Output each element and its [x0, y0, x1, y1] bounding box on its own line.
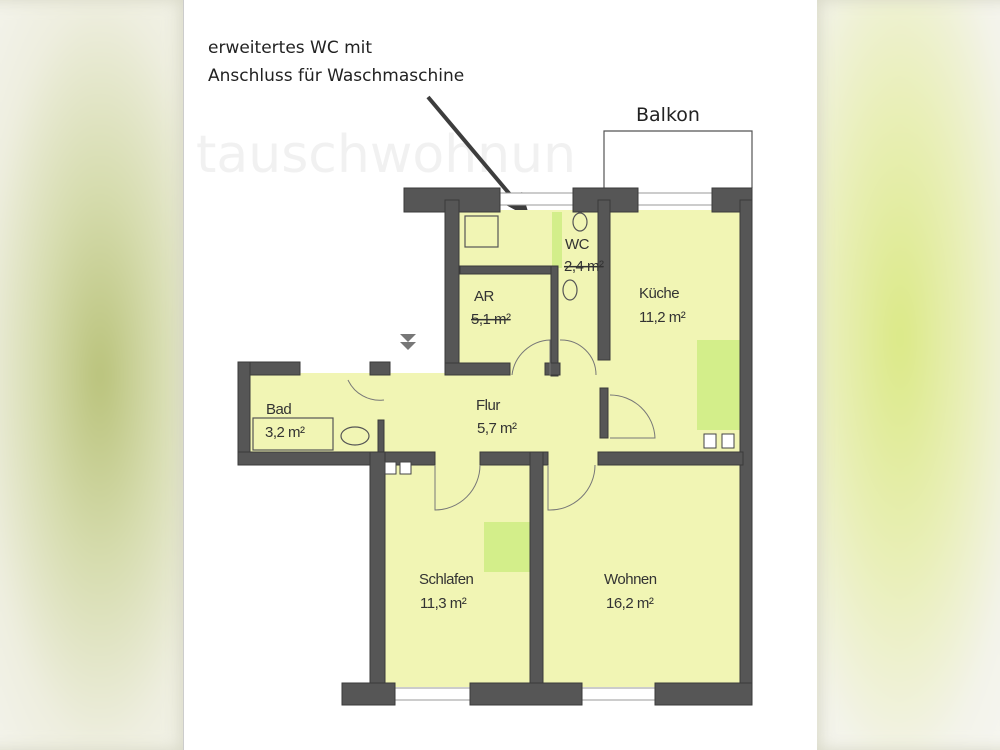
room-name-wc: WC — [565, 236, 590, 253]
door-swings — [252, 212, 656, 511]
room-area-ar: 5,1 m² — [471, 311, 511, 328]
highlight-patch — [697, 340, 740, 430]
watermark: tauschwohnun — [196, 125, 576, 185]
shaft-icons — [384, 433, 735, 475]
room-area-wc: 2,4 m² — [564, 258, 604, 275]
room-name-schlafen: Schlafen — [419, 571, 474, 588]
annotation-line-2: Anschluss für Waschmaschine — [208, 66, 464, 86]
room-name-kueche: Küche — [639, 285, 679, 302]
toilet-icon — [572, 212, 588, 232]
sink-icon — [562, 279, 578, 301]
room-area-schlafen: 11,3 m² — [420, 595, 467, 612]
annotation-line-1: erweitertes WC mit — [208, 38, 372, 58]
highlight-patch — [552, 212, 562, 268]
balcony-outline — [603, 130, 753, 188]
room-area-flur: 5,7 m² — [477, 420, 517, 437]
blurred-background-left — [0, 0, 180, 750]
windows — [394, 192, 713, 701]
room-name-wohnen: Wohnen — [604, 571, 657, 588]
room-name-flur: Flur — [476, 397, 500, 414]
walls — [237, 187, 753, 706]
balcony-label: Balkon — [636, 104, 700, 126]
room-fills — [250, 210, 742, 687]
highlight-patch — [484, 522, 534, 572]
room-name-bad: Bad — [266, 401, 291, 418]
room-name-ar: AR — [474, 288, 495, 305]
room-area-bad: 3,2 m² — [265, 424, 305, 441]
blurred-background-right — [820, 0, 1000, 750]
room-area-wohnen: 16,2 m² — [606, 595, 654, 612]
entrance-icon — [400, 334, 416, 350]
room-area-kueche: 11,2 m² — [639, 309, 686, 326]
